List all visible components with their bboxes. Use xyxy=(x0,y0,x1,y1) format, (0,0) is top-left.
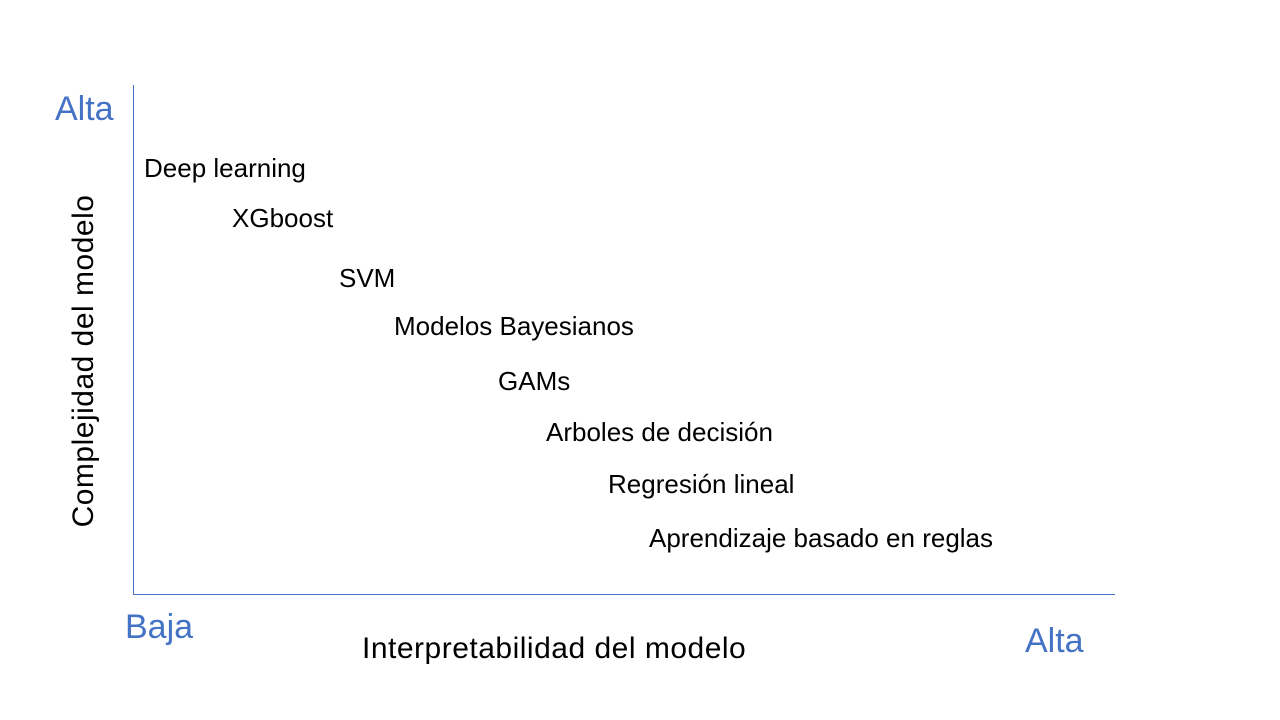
model-label-deep-learning: Deep learning xyxy=(144,153,306,183)
model-label-decision-trees: Arboles de decisión xyxy=(546,417,773,447)
x-axis-line xyxy=(133,594,1115,595)
y-axis-line xyxy=(133,85,134,594)
model-label-bayesian-models: Modelos Bayesianos xyxy=(394,311,634,341)
model-label-svm: SVM xyxy=(339,263,396,293)
x-axis-low-label: Baja xyxy=(125,608,194,646)
model-label-rule-based-learning: Aprendizaje basado en reglas xyxy=(649,523,994,553)
y-axis-title: Complejidad del modelo xyxy=(67,194,100,528)
x-axis-high-label: Alta xyxy=(1025,622,1084,660)
model-label-linear-regression: Regresión lineal xyxy=(608,469,795,499)
model-label-xgboost: XGboost xyxy=(232,203,334,233)
x-axis-title: Interpretabilidad del modelo xyxy=(362,632,747,665)
y-axis-high-label: Alta xyxy=(55,90,114,128)
model-label-gams: GAMs xyxy=(498,366,571,396)
